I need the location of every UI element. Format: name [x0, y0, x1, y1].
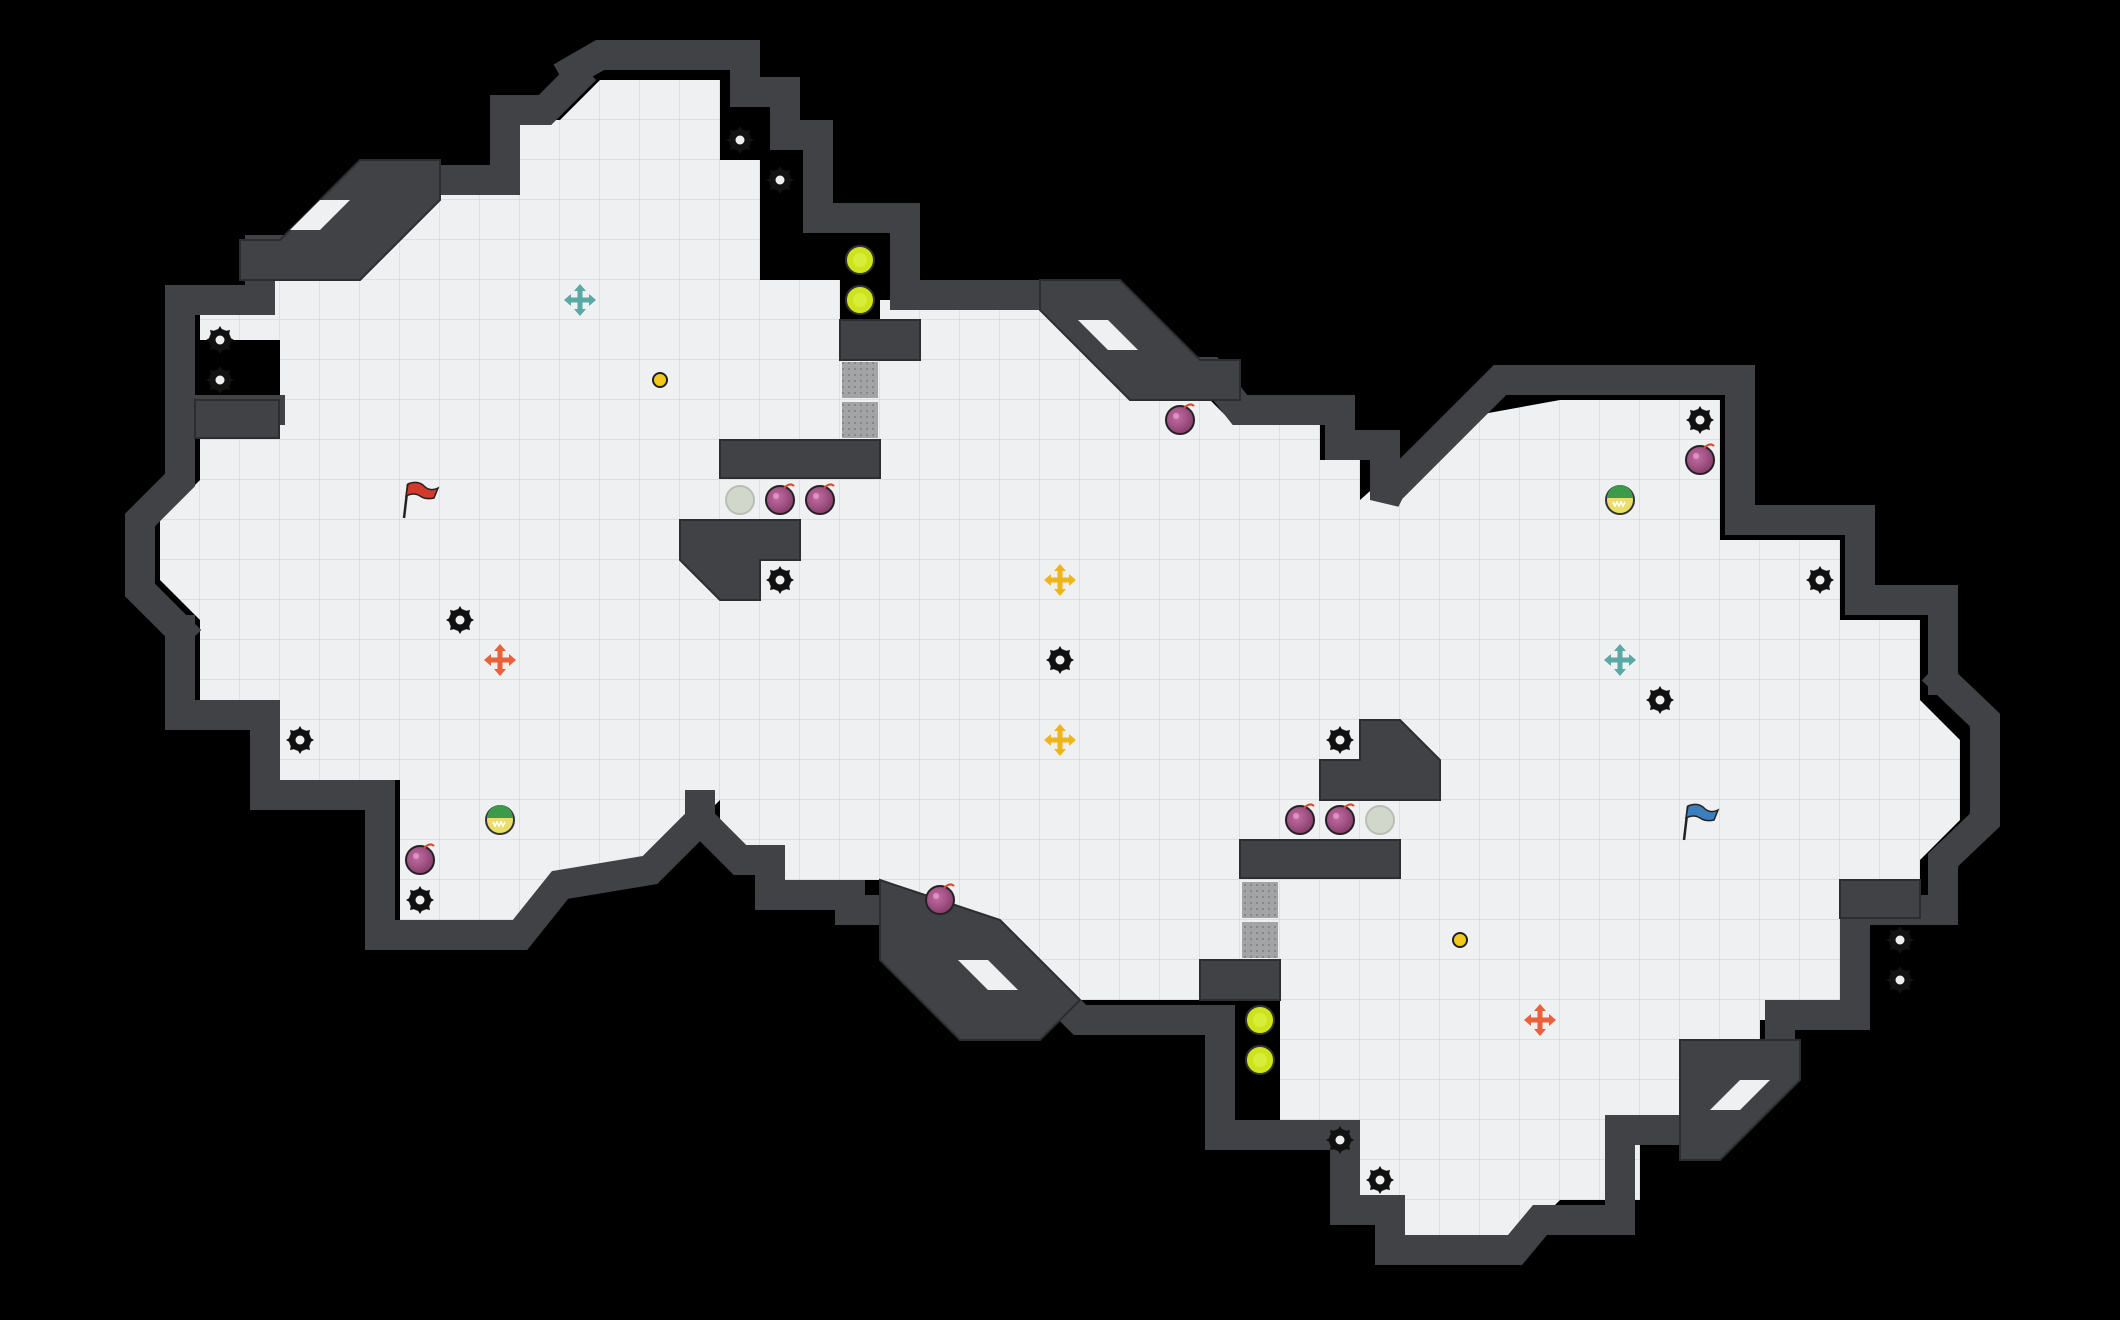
bomb-icon: [1285, 803, 1315, 835]
spike-icon: [1366, 1166, 1394, 1194]
boost-icon: [845, 245, 875, 275]
wall-block: [1839, 879, 1921, 919]
gate-button-icon: [652, 372, 668, 388]
powerup-icon: [485, 804, 515, 835]
bomb-icon: [765, 483, 795, 515]
boost-icon: [1245, 1045, 1275, 1075]
boost-icon: [845, 285, 875, 315]
wall-block: [1199, 959, 1281, 1001]
gate-block: [842, 402, 878, 438]
gate-block: [842, 362, 878, 398]
blue-flag-icon: [1682, 803, 1720, 841]
spike-icon: [446, 606, 474, 634]
gate-block: [1242, 922, 1278, 958]
bomb-icon: [1325, 803, 1355, 835]
gate-buttons: [652, 372, 1468, 948]
boost-icon: [1245, 1005, 1275, 1035]
outer-walls: [125, 40, 2000, 1265]
spike-icon: [726, 126, 754, 154]
spike-icon: [206, 326, 234, 354]
spike-icon: [1886, 926, 1914, 954]
bomb-icon: [1165, 403, 1195, 435]
gate-blocks: [842, 362, 1278, 958]
wall-block: [1319, 719, 1441, 801]
wall-block: [194, 399, 280, 439]
spike-icon: [1686, 406, 1714, 434]
spike-icon: [1886, 966, 1914, 994]
spike-icon: [766, 166, 794, 194]
bomb-icon: [805, 483, 835, 515]
bomb-icon: [1685, 443, 1715, 475]
spike-icon: [406, 886, 434, 914]
gate-button-icon: [1452, 932, 1468, 948]
wall-block: [719, 439, 881, 479]
wall-block: [839, 319, 921, 361]
wall-block: [1039, 279, 1241, 401]
inactive-boost-icon: [725, 485, 755, 515]
spike-icon: [1806, 566, 1834, 594]
spike-icon: [1046, 646, 1074, 674]
bomb-icon: [405, 843, 435, 875]
slot-openings: [290, 200, 1770, 1110]
spike-icon: [1326, 1126, 1354, 1154]
bomb-icon: [925, 883, 955, 915]
spike-icon: [1326, 726, 1354, 754]
inactive-boost-icon: [1365, 805, 1395, 835]
red-flag-icon: [402, 481, 440, 519]
spike-icon: [766, 566, 794, 594]
spike-icon: [286, 726, 314, 754]
wall-block: [1239, 839, 1401, 879]
wall-block: [679, 519, 801, 601]
spike-icon: [1646, 686, 1674, 714]
spike-icon: [206, 366, 234, 394]
powerup-icon: [1605, 484, 1635, 515]
gate-block: [1242, 882, 1278, 918]
